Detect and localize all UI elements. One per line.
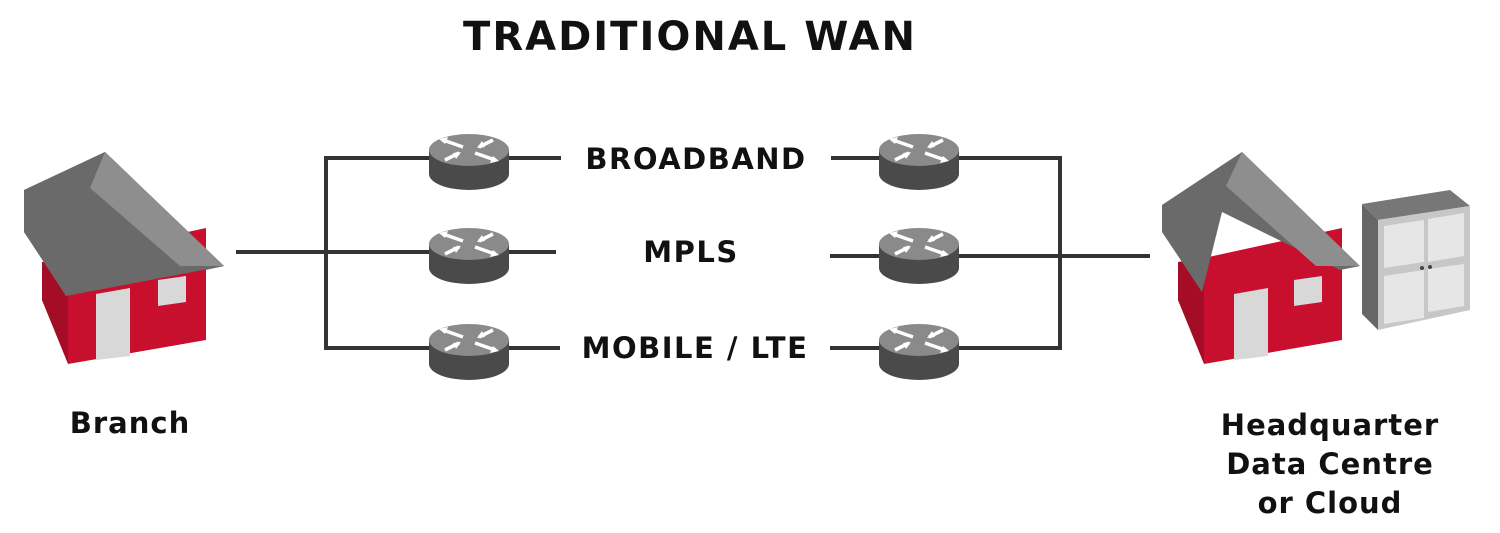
broadband-label: BROADBAND xyxy=(561,142,831,176)
branch-label: Branch xyxy=(69,406,191,440)
headquarter-label-line: or Cloud xyxy=(1257,486,1403,520)
router-icon xyxy=(427,132,511,192)
router-icon xyxy=(877,132,961,192)
mpls-label: MPLS xyxy=(556,235,826,269)
headquarter-label: Headquarter Data Centre or Cloud xyxy=(1195,406,1465,523)
house-icon xyxy=(24,152,224,364)
server-cabinet-icon xyxy=(1362,190,1470,330)
router-icon xyxy=(877,226,961,286)
router-icon xyxy=(427,226,511,286)
house-icon xyxy=(1162,152,1360,364)
mobile-lte-label: MOBILE / LTE xyxy=(560,331,830,365)
headquarter-label-line: Data Centre xyxy=(1226,447,1434,481)
router-icon xyxy=(877,322,961,382)
headquarter-label-line: Headquarter xyxy=(1220,408,1440,442)
page-title: TRADITIONAL WAN xyxy=(463,14,917,60)
router-icon xyxy=(427,322,511,382)
